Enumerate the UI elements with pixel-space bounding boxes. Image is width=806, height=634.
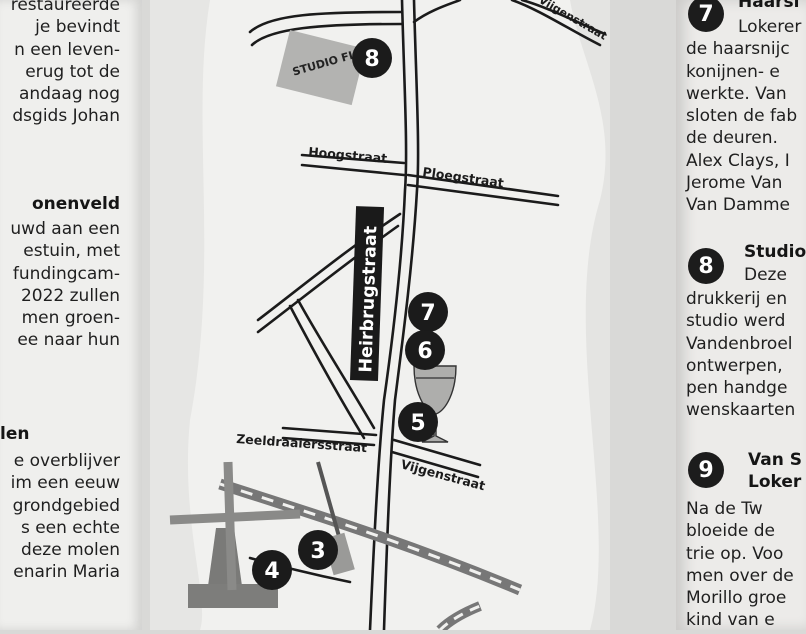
text-line: werkte. Van: [686, 83, 787, 104]
wine-glass-icon: [413, 365, 457, 443]
street-map: STUDIO FLASH Hoogstraat Ploegstraat Zeel…: [150, 0, 610, 634]
marker-8[interactable]: 8: [352, 38, 392, 78]
label-ploegstraat: Ploegstraat: [422, 164, 505, 190]
item-9-title: Van S: [748, 450, 802, 470]
text-line: sloten de fab: [686, 106, 798, 127]
text-line: men groen-: [21, 308, 120, 329]
text-line: Morillo groe: [686, 588, 787, 609]
text-line: kind van e: [686, 610, 775, 631]
vijgenstraat-line: [392, 438, 482, 467]
item-8-text: drukkerij en studio werd Vandenbroel ont…: [686, 288, 795, 422]
left-text-block-2: uwd aan een estuin, met fundingcam- 2022…: [0, 218, 120, 352]
fold-shadow: [570, 0, 610, 630]
marker-6[interactable]: 6: [405, 330, 445, 370]
text-line: s een echte: [20, 517, 120, 538]
text-line: de haarsnijc: [686, 39, 790, 60]
text-line: Lokerer: [738, 17, 802, 37]
item-9-number-badge: 9: [688, 452, 724, 488]
heirbrugstraat-line: [382, 0, 420, 632]
item-8-title-line2: Deze: [744, 265, 787, 285]
item-8-number-badge: 8: [688, 248, 724, 284]
text-line: trie op. Voo: [686, 543, 784, 564]
text-line: enarin Maria: [13, 562, 120, 583]
text-line: dsgids Johan: [12, 106, 120, 127]
vijgenstraat-top-road: [520, 0, 607, 36]
text-line: im een eeuw: [10, 473, 120, 494]
vijgenstraat-line: [390, 450, 480, 479]
item-7-text: Lokerer de haarsnijc konijnen- e werkte.…: [686, 16, 801, 217]
branch-road: [288, 304, 366, 440]
text-line: 2022 zullen: [20, 285, 120, 306]
top-road: [250, 22, 404, 47]
top-road: [248, 10, 404, 34]
svg-text:6: 6: [417, 339, 432, 364]
text-line: ontwerpen,: [686, 355, 783, 376]
label-hoogstraat: Hoogstraat: [308, 144, 388, 166]
item-7-title: Haarsi: [738, 0, 800, 12]
text-line: studio werd: [686, 311, 786, 332]
left-text-block-3: e overblijver im een eeuw grondgebied s …: [0, 450, 120, 584]
ploegstraat-line: [406, 183, 560, 207]
text-line: estuin, met: [23, 241, 120, 262]
text-line: Alex Clays, I: [686, 150, 790, 171]
zeeldraaiersstraat-line: [281, 426, 378, 437]
ploegstraat-line: [406, 173, 560, 198]
heirbrugstraat-line: [368, 0, 408, 632]
svg-text:4: 4: [264, 559, 279, 584]
text-line: grondgebied: [12, 495, 120, 516]
marker-4[interactable]: 4: [252, 550, 292, 590]
svg-text:3: 3: [310, 539, 325, 564]
hoogstraat-line: [300, 153, 406, 165]
left-heading-2: onenveld: [31, 194, 120, 214]
text-line: Van Damme: [686, 195, 790, 216]
text-line: uwd aan een: [10, 219, 120, 239]
text-line: Jerome Van: [686, 173, 783, 194]
text-line: n een leven-: [14, 39, 120, 60]
svg-text:5: 5: [410, 411, 425, 436]
text-line: andaag nog: [19, 84, 120, 105]
text-line: Vandenbroel: [686, 333, 793, 354]
text-line: pen handge: [686, 378, 788, 399]
heirbrugstraat-label: Heirbrugstraat: [350, 206, 385, 381]
svg-text:8: 8: [364, 47, 379, 72]
text-line: restaureerde: [10, 0, 120, 15]
zeeldraaiersstraat-line: [281, 436, 376, 447]
item-8-title: Studio: [744, 242, 806, 262]
text-line: men over de: [686, 565, 794, 586]
windmill-icon: [169, 461, 301, 608]
item-9-title-line2: Loker: [748, 472, 802, 492]
text-line: ee naar hun: [17, 330, 120, 351]
text-line: deze molen: [21, 540, 120, 561]
railway: [218, 478, 523, 634]
svg-text:7: 7: [420, 301, 435, 326]
label-zeeldraaiersstraat: Zeeldraaiersstraat: [236, 431, 368, 455]
fold-shadow: [150, 0, 210, 630]
text-line: Na de Tw: [686, 499, 763, 519]
text-line: drukkerij en: [686, 289, 788, 309]
branch-road: [296, 298, 376, 430]
left-page-column: restaureerde je bevindt n een leven- eru…: [0, 0, 142, 630]
item-9-text: Na de Tw bloeide de trie op. Voo men ove…: [686, 498, 794, 632]
marker-5[interactable]: 5: [398, 402, 438, 442]
left-heading-3: len: [0, 424, 30, 444]
left-text-block-1: restaureerde je bevindt n een leven- eru…: [0, 0, 120, 128]
text-line: bloeide de: [686, 521, 776, 542]
text-line: konijnen- e: [686, 61, 780, 82]
right-page-column: 7 Haarsi Lokerer de haarsnijc konijnen- …: [676, 0, 806, 630]
text-line: e overblijver: [13, 451, 120, 471]
marker-3[interactable]: 3: [298, 530, 338, 570]
item-7-number-badge: 7: [688, 0, 724, 32]
text-line: de deuren.: [686, 128, 778, 149]
text-line: je bevindt: [35, 17, 120, 38]
marker-7[interactable]: 7: [408, 292, 448, 332]
vijgenstraat-top-road: [510, 0, 602, 47]
text-line: wenskaarten: [686, 400, 796, 421]
map-page: STUDIO FLASH Hoogstraat Ploegstraat Zeel…: [150, 0, 610, 634]
text-line: erug tot de: [25, 61, 120, 82]
hoogstraat-line: [300, 163, 406, 177]
text-line: fundingcam-: [12, 263, 120, 284]
top-road: [412, 0, 462, 24]
